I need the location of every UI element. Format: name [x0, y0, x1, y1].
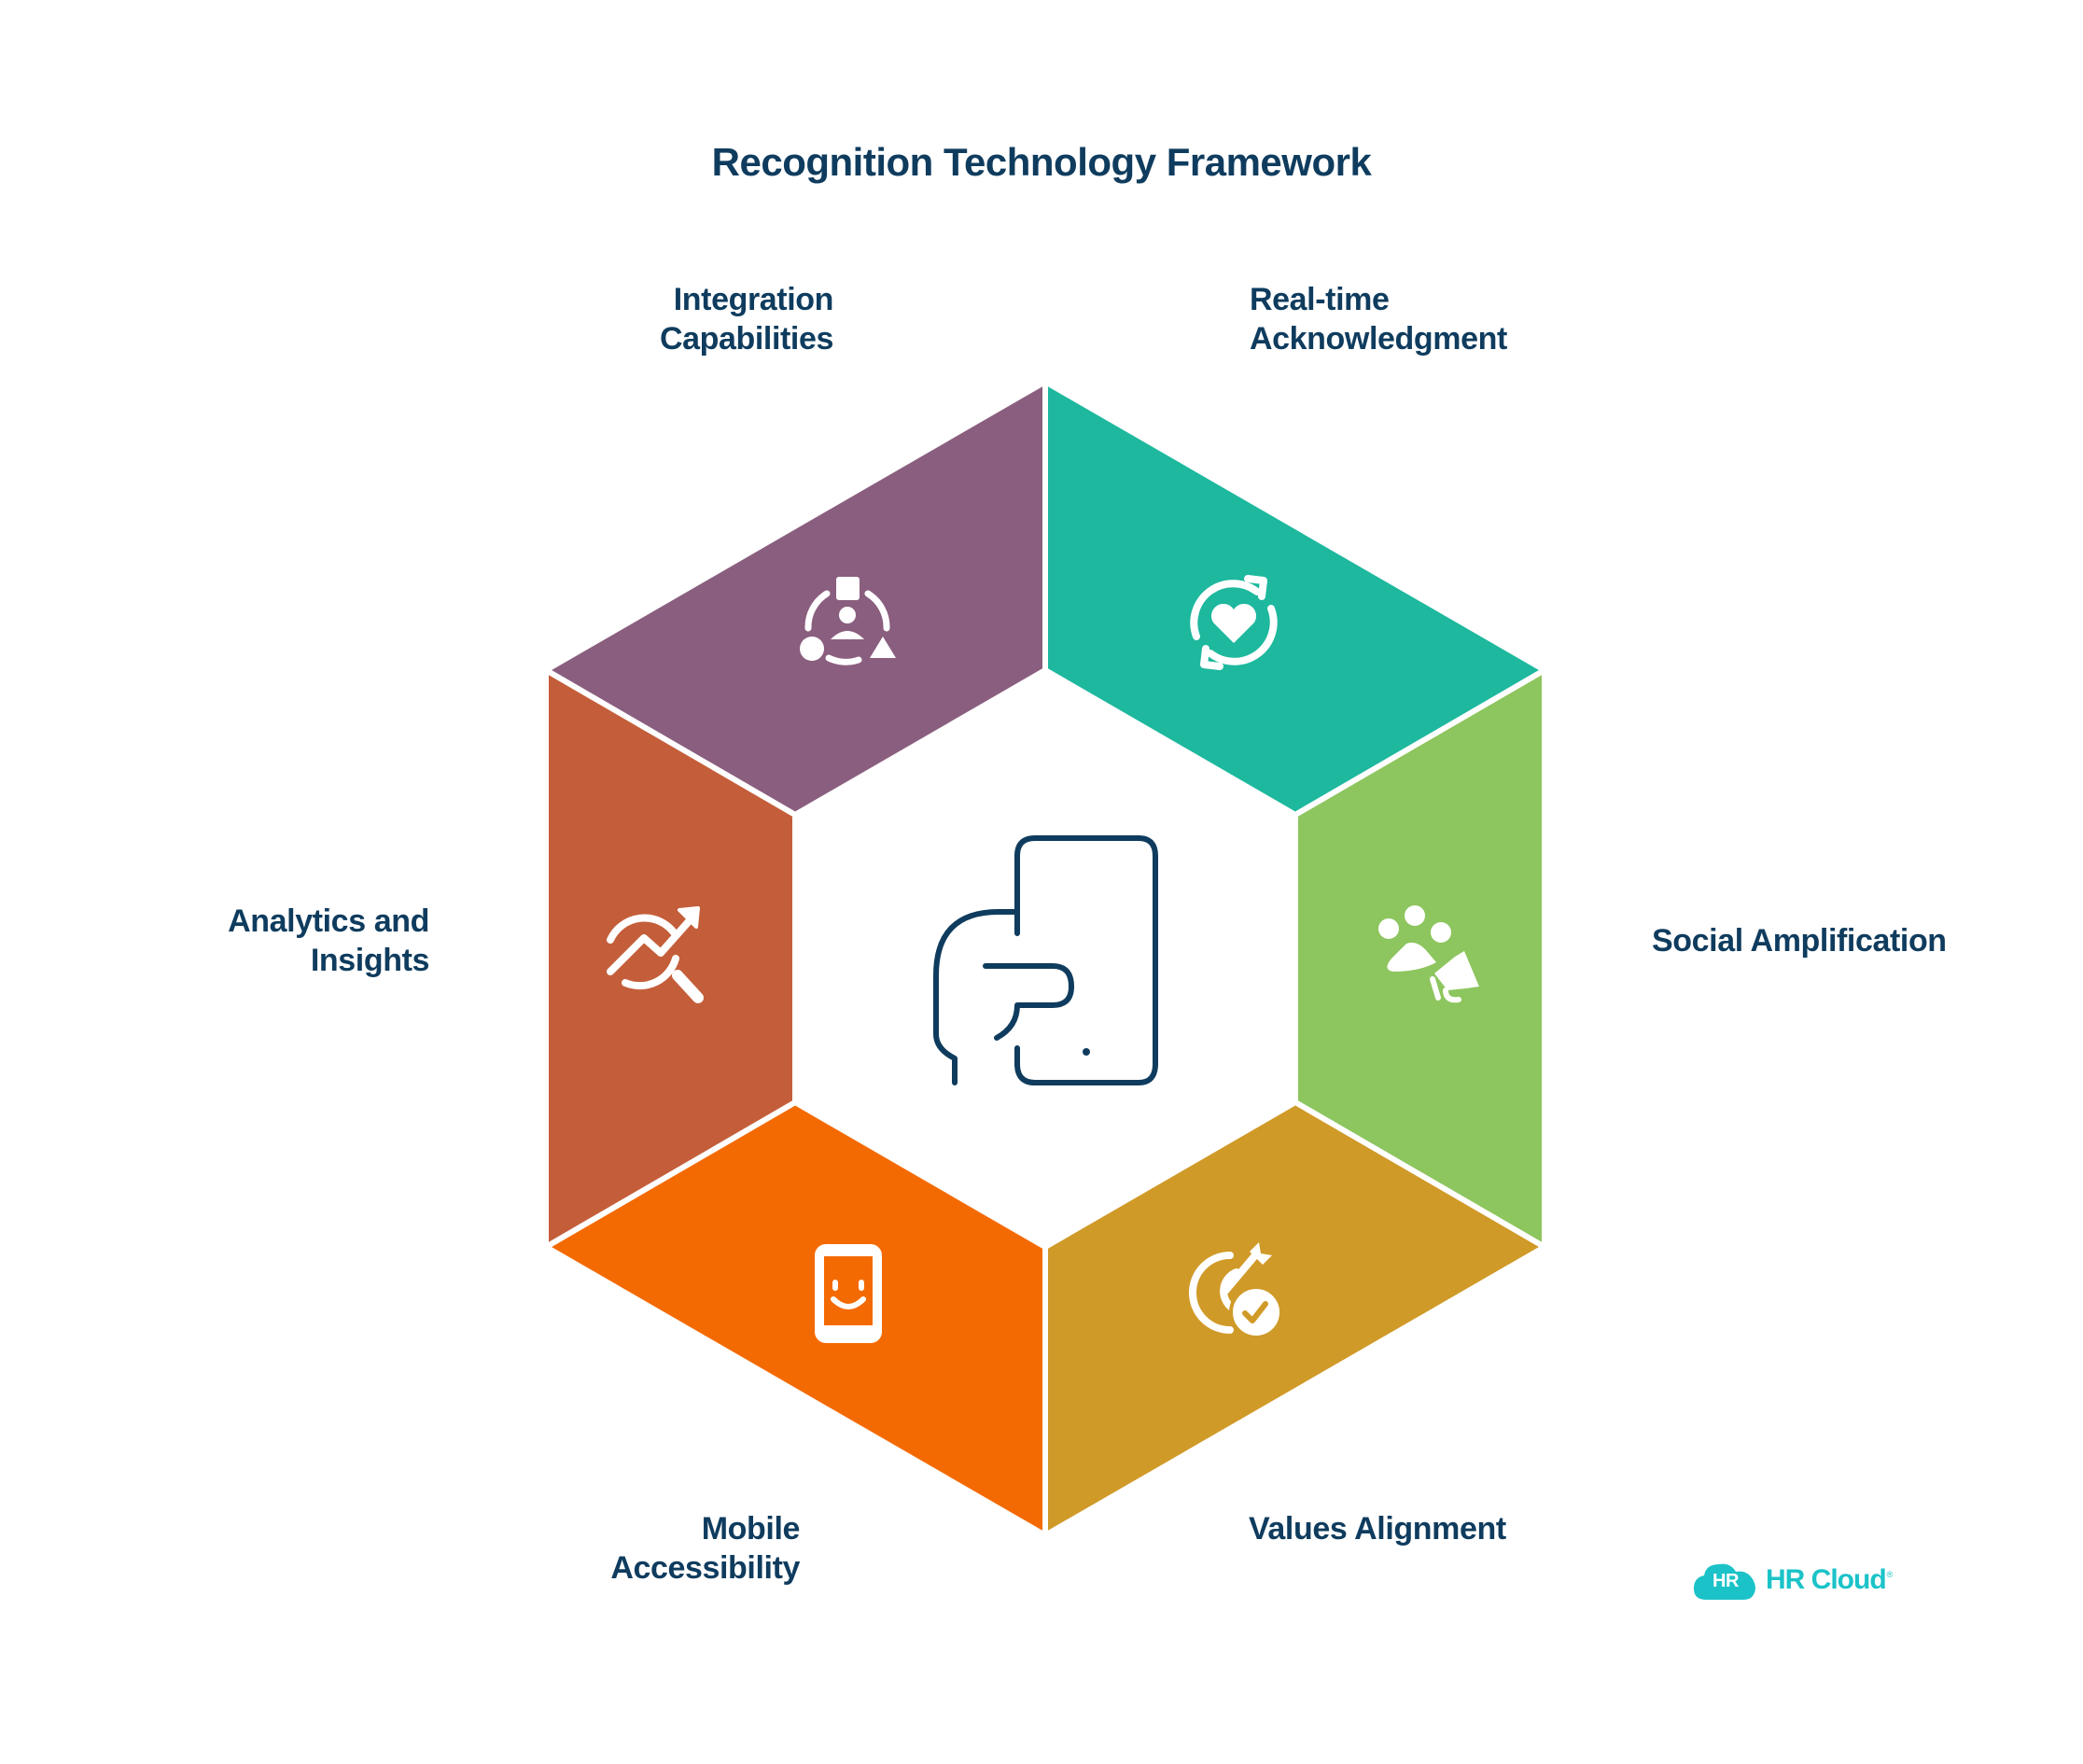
label-mobile-line1: Mobile	[701, 1511, 801, 1547]
label-realtime-line1: Real-time	[1250, 282, 1390, 317]
label-values: Values Alignment	[1249, 1509, 1506, 1548]
registered-mark: ®	[1886, 1570, 1894, 1579]
megaphone-people-icon	[1378, 905, 1479, 1003]
label-social: Social Amplification	[1652, 921, 1947, 960]
hr-cloud-logo: HR HR Cloud ®	[1693, 1561, 1893, 1600]
logo-badge-text: HR	[1713, 1571, 1739, 1591]
label-analytics: Analytics and Insights	[228, 902, 429, 980]
label-realtime: Real-time Acknowledgment	[1250, 280, 1507, 358]
chart-magnifier-icon	[607, 906, 704, 1003]
heart-refresh-icon	[1190, 575, 1278, 670]
label-analytics-line2: Insights	[310, 943, 430, 978]
label-integration-line2: Capabilities	[659, 321, 833, 357]
label-realtime-line2: Acknowledgment	[1250, 321, 1507, 357]
label-mobile-line2: Accessibility	[610, 1550, 800, 1586]
logo-name: HR Cloud	[1766, 1564, 1887, 1595]
target-check-icon	[1189, 1242, 1283, 1339]
label-integration: Integration Capabilities	[660, 280, 833, 358]
label-mobile: Mobile Accessibility	[610, 1509, 800, 1588]
label-integration-line1: Integration	[673, 282, 834, 317]
segment-analytics	[543, 665, 798, 1253]
integration-network-icon	[800, 577, 896, 665]
smiling-phone-icon	[815, 1244, 882, 1343]
cloud-icon: HR	[1693, 1561, 1758, 1600]
label-values-line1: Values Alignment	[1249, 1511, 1506, 1547]
label-analytics-line1: Analytics and	[228, 903, 429, 939]
hand-holding-phone-icon	[933, 835, 1158, 1085]
label-social-line1: Social Amplification	[1652, 923, 1947, 959]
diagram-title: Recognition Technology Framework	[711, 140, 1372, 184]
